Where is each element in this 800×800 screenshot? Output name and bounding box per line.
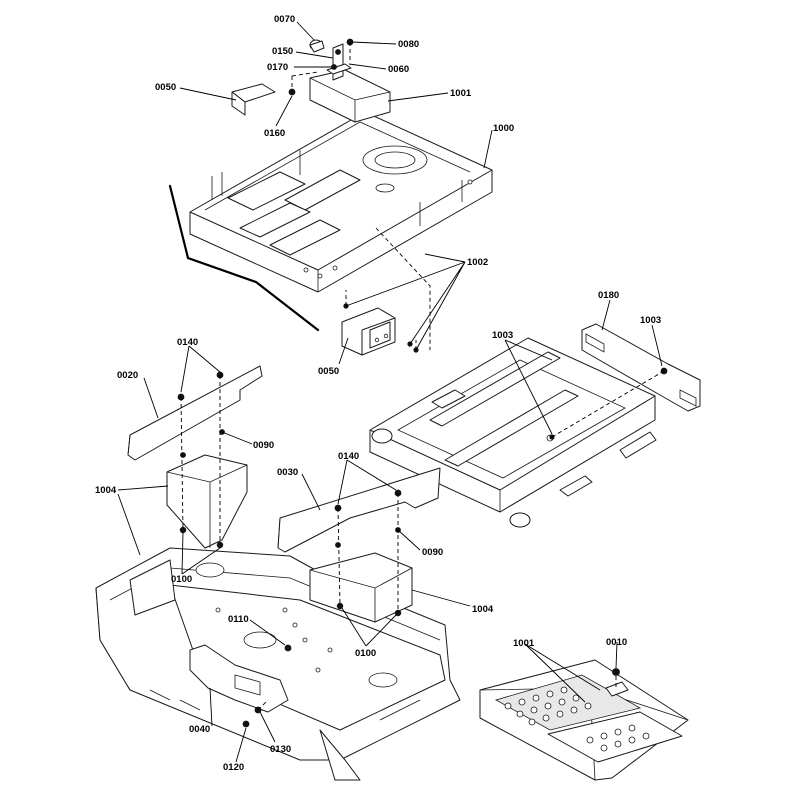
callout-0020: 0020 xyxy=(117,370,138,381)
callout-0090-left: 0090 xyxy=(253,440,274,451)
callout-1000: 1000 xyxy=(493,123,514,134)
callout-0030: 0030 xyxy=(277,467,298,478)
dash-0130 xyxy=(257,699,269,711)
callout-1001-lower: 1001 xyxy=(513,638,535,649)
callout-1003-right: 1003 xyxy=(640,315,661,326)
bracket-1001-top xyxy=(309,69,391,123)
dash-1003 xyxy=(551,370,665,438)
dash-0160 xyxy=(291,71,319,92)
bracket-0040 xyxy=(189,644,289,713)
callout-0170: 0170 xyxy=(267,62,288,73)
baffle-1004-right xyxy=(309,552,413,623)
bolt-0120 xyxy=(242,720,250,728)
callout-1004-left: 1004 xyxy=(95,485,117,496)
bolt-0110 xyxy=(284,644,292,652)
callout-0050-top: 0050 xyxy=(155,82,176,93)
callout-0180: 0180 xyxy=(598,290,619,301)
callout-0040: 0040 xyxy=(189,724,210,735)
bolts-0100-left xyxy=(179,526,224,549)
leader-lines xyxy=(117,21,663,763)
callout-0100-right: 0100 xyxy=(355,648,376,659)
callout-0110: 0110 xyxy=(228,614,249,625)
callout-1001-top: 1001 xyxy=(450,88,472,99)
callout-1003-left: 1003 xyxy=(492,330,513,341)
baffle-1004-left xyxy=(166,454,248,549)
callout-1002: 1002 xyxy=(467,257,488,268)
callout-0130: 0130 xyxy=(270,744,291,755)
plate-1001-lower-holes xyxy=(504,686,650,752)
dash-right-bolts xyxy=(337,493,399,613)
callout-0120: 0120 xyxy=(223,762,244,773)
callout-0080: 0080 xyxy=(398,39,419,50)
washer-0150 xyxy=(335,49,341,55)
callout-0160: 0160 xyxy=(264,128,285,139)
washers-0090-left xyxy=(180,429,225,458)
callout-0060: 0060 xyxy=(388,64,409,75)
callout-0140-right: 0140 xyxy=(338,451,359,462)
callout-labels: 0070 0080 0150 0170 0060 0050 1001 0160 … xyxy=(95,14,661,773)
cover-plate-0050-lower xyxy=(341,303,419,356)
shield-0030 xyxy=(277,467,441,553)
bushing-0070 xyxy=(309,39,325,53)
callout-0090-right: 0090 xyxy=(422,547,443,558)
callout-0100-left: 0100 xyxy=(171,574,192,585)
washers-0090-right xyxy=(335,527,401,548)
bolt-0170 xyxy=(331,64,337,70)
dash-1002 xyxy=(345,227,431,350)
callout-0050-lower: 0050 xyxy=(318,366,339,377)
rear-frame xyxy=(369,337,657,528)
main-frame-assembly xyxy=(189,111,493,293)
callout-1004-right: 1004 xyxy=(472,604,494,615)
frame-edge-line xyxy=(168,184,320,332)
plate-0180 xyxy=(581,323,701,412)
cover-plate-0050-top xyxy=(231,83,276,116)
shield-0020 xyxy=(127,365,263,461)
callout-0140-left: 0140 xyxy=(177,337,198,348)
plate-1001-lower xyxy=(479,659,689,781)
dash-left-bolts xyxy=(180,375,221,545)
callout-0150: 0150 xyxy=(272,46,293,57)
clip-0010 xyxy=(605,668,629,697)
callout-0010: 0010 xyxy=(606,637,627,648)
callout-0070: 0070 xyxy=(274,14,295,25)
